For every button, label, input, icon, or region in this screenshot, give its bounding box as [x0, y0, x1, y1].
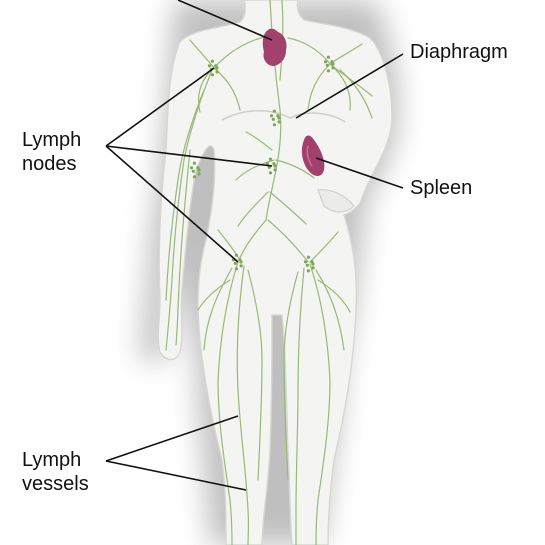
hip-outline [317, 189, 355, 213]
lymph-vessel [237, 191, 269, 227]
lymph-node [215, 70, 219, 74]
lymph-node [303, 260, 308, 264]
lymph-node [277, 120, 281, 124]
leader-line-lymph-nodes-3 [105, 145, 239, 263]
lymph-nodes-label: Lymph nodes [22, 128, 81, 176]
lymph-node [311, 266, 315, 270]
lymph-vessel [309, 263, 331, 545]
leader-line-spleen [315, 157, 404, 189]
spleen-highlight [306, 145, 313, 167]
lymph-node [323, 60, 328, 64]
lymph-node [306, 269, 310, 273]
leader-line-lymph-nodes-2 [105, 145, 273, 167]
lymph-node [269, 114, 274, 118]
diaphragm-curve [221, 109, 346, 123]
diaphragm-label: Diaphragm [410, 41, 508, 63]
lymph-vessel [165, 69, 213, 351]
leader-line-lymph-nodes-1 [105, 67, 215, 147]
lymph-vessel [236, 265, 250, 545]
spleen [301, 135, 325, 176]
lymph-node [271, 117, 275, 121]
lymph-vessel [203, 267, 233, 351]
body-silhouette [157, 0, 393, 545]
lymph-vessel [217, 229, 241, 261]
lymph-vessel [245, 131, 273, 151]
lymph-node [207, 64, 212, 68]
lymph-node [268, 157, 272, 161]
lymph-node [197, 172, 201, 176]
lymph-vessel [287, 37, 331, 65]
lymph-node [272, 109, 276, 113]
lymph-node [306, 255, 310, 259]
lymph-vessels-label-line2: vessels [22, 473, 89, 495]
lymph-vessel [189, 39, 215, 69]
lymph-node [191, 169, 195, 173]
lymph-vessel [269, 191, 307, 225]
lymph-node [189, 166, 194, 170]
lymph-node [273, 168, 277, 172]
lymph-vessel [213, 35, 269, 69]
lymph-node [238, 258, 242, 262]
lymph-vessel [275, 159, 315, 179]
lymph-node [239, 264, 243, 268]
lymph-node [192, 175, 196, 179]
lymph-vessel [283, 271, 299, 481]
lymph-node [330, 60, 334, 64]
lymph-node [325, 63, 329, 67]
lymph-vessel [175, 149, 191, 346]
lymph-node [276, 114, 280, 118]
lymph-node [326, 55, 330, 59]
lymph-vessel [309, 231, 339, 263]
leader-line-lymph-vessels-1 [105, 415, 239, 462]
lymph-vessels-label: Lymph vessels [22, 448, 89, 496]
lymph-node [268, 171, 272, 175]
lymph-node [214, 64, 218, 68]
leader-line-top [177, 0, 273, 41]
lymph-node [272, 123, 276, 127]
lymph-vessel [267, 219, 309, 263]
lymph-node [192, 161, 196, 165]
lymph-node [310, 260, 314, 264]
lymph-vessel [295, 267, 305, 545]
spleen-organ [301, 135, 325, 176]
lymph-node [210, 59, 214, 63]
leader-line-lymph-vessels-2 [105, 460, 247, 491]
lymph-node [233, 261, 237, 265]
lymph-node [331, 66, 335, 70]
leader-lines [105, 0, 404, 491]
lymph-vessel [315, 269, 345, 351]
lymph-vessels-label-line1: Lymph [22, 449, 82, 471]
lymph-vessel [235, 159, 275, 181]
lymph-nodes-label-line1: Lymph [22, 129, 82, 151]
lymph-vessel [339, 69, 373, 119]
lymph-vessel [247, 269, 263, 481]
lymph-vessel [307, 63, 331, 111]
lymph-node [210, 73, 214, 77]
lymph-vessel [239, 219, 267, 259]
lymph-vessel [197, 279, 231, 311]
lymph-vessel [331, 65, 373, 97]
lymph-vessel [165, 89, 205, 301]
lymph-node [196, 166, 200, 170]
lymph-vessel [317, 279, 351, 313]
lymph-node [272, 162, 276, 166]
lymph-vessel [217, 261, 239, 545]
body-figure [157, 0, 393, 545]
lymph-node [305, 263, 309, 267]
lymph-node [234, 267, 238, 271]
lymph-node [234, 253, 238, 257]
lymph-node [326, 69, 330, 73]
spleen-label: Spleen [410, 177, 473, 199]
lymph-nodes-label-line2: nodes [22, 153, 77, 175]
leader-line-diaphragm [295, 53, 404, 119]
